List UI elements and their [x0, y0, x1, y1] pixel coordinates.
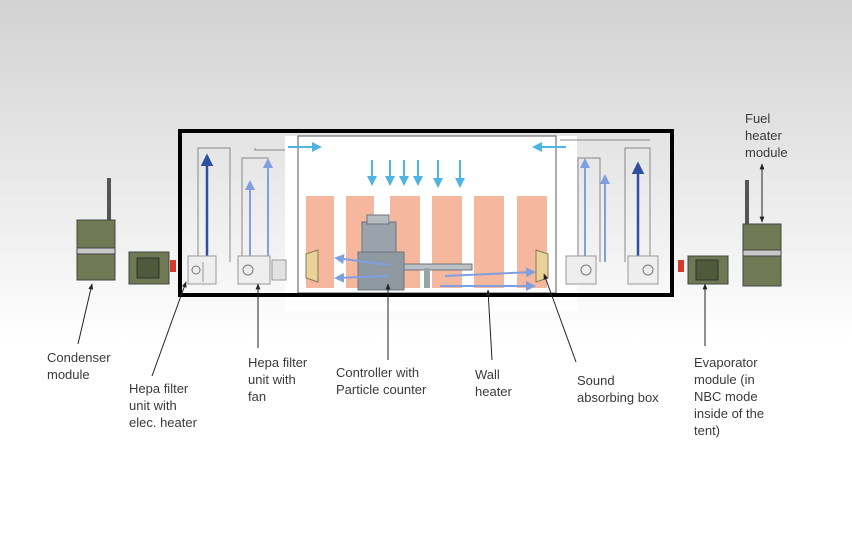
- condenser-module: [76, 178, 116, 281]
- connector-right: [678, 260, 684, 272]
- left-heater-box: [128, 251, 170, 285]
- sound-absorbing-box-right: [535, 249, 549, 283]
- sound-box-label: Sound absorbing box: [577, 373, 659, 405]
- wall-heater-label: Wall heater: [475, 367, 512, 399]
- condenser-module-label: Condenser module: [47, 350, 111, 382]
- left-duct-lines: [197, 147, 285, 262]
- hepa-filter-fan-label: Hepa filter unit with fan: [248, 355, 308, 404]
- callout-sound-box: [543, 273, 577, 363]
- hepa-filter-unit-right-1: [565, 255, 597, 285]
- connector-left: [170, 260, 176, 272]
- callout-wall-heater: [485, 289, 493, 361]
- hepa-filter-unit-heater: [187, 255, 217, 285]
- ceiling-downflow-arrows: [367, 160, 465, 188]
- evaporator-module-label: Evaporator module (in NBC mode inside of…: [694, 355, 765, 438]
- callout-lines: [77, 163, 765, 377]
- callout-hepa-heater: [151, 281, 187, 377]
- fuel-heater-module: [742, 180, 782, 287]
- wall-heater-panel: [432, 196, 462, 288]
- hepa-filter-unit-right-2: [627, 255, 659, 285]
- room-return-flow-arrows: [334, 254, 536, 291]
- tent-outline: [178, 129, 674, 297]
- evaporator-module: [687, 255, 729, 285]
- callout-condenser: [77, 283, 94, 345]
- hepa-filter-heater-label: Hepa filter unit with elec. heater: [129, 381, 197, 430]
- controller-unit: [357, 214, 473, 291]
- fuel-heater-module-label: Fuel heater module: [745, 111, 788, 160]
- controller-label: Controller with Particle counter: [336, 365, 427, 397]
- sound-absorbing-box-left: [305, 249, 319, 283]
- hepa-filter-unit-fan: [237, 255, 287, 285]
